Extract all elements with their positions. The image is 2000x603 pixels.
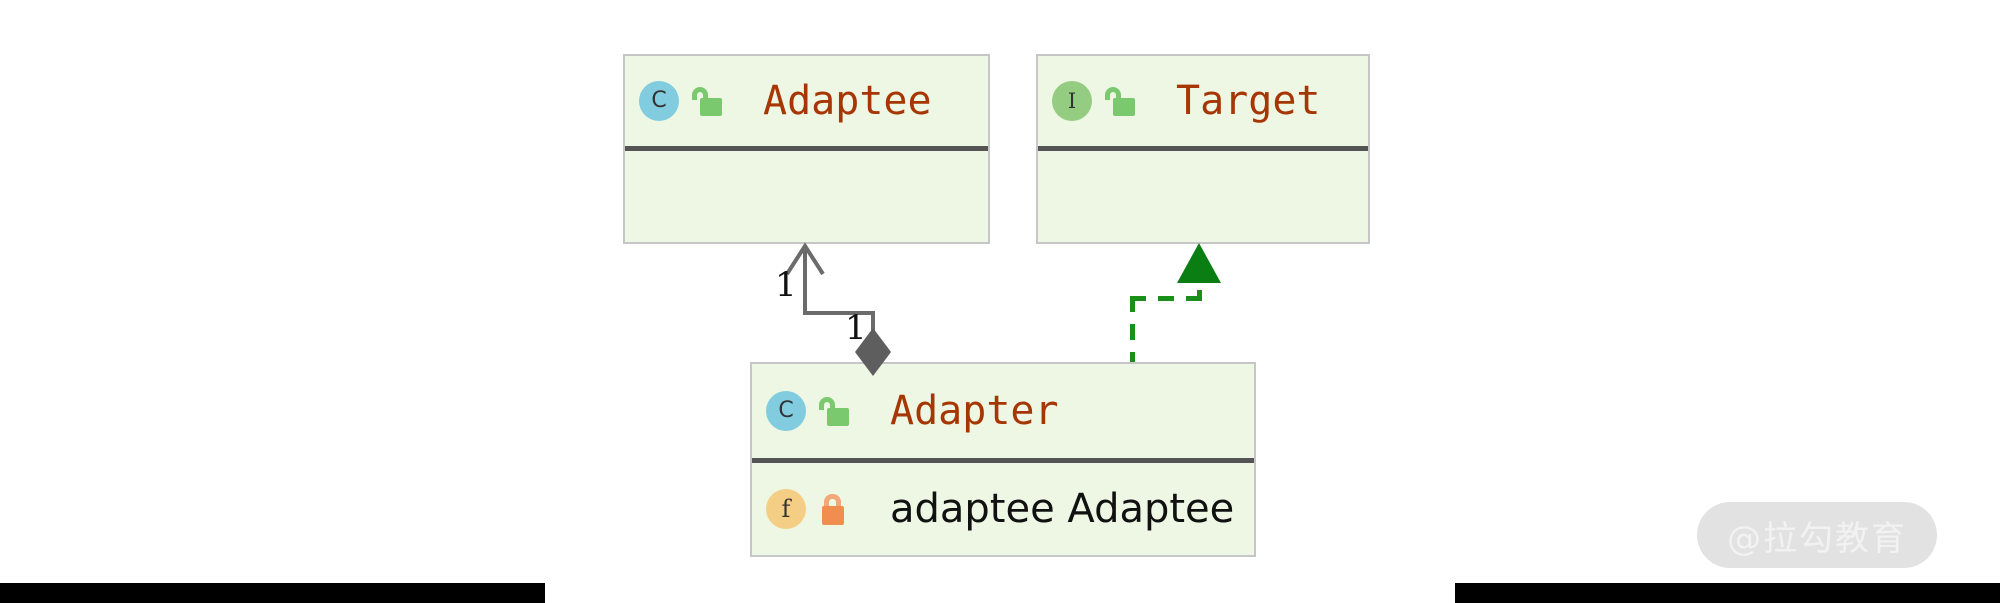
unlocked-padlock-icon (1104, 84, 1135, 118)
realization-line-horizontal (1130, 296, 1202, 301)
realization-filled-triangle (1177, 243, 1221, 283)
realization-line-vertical-lower (1130, 296, 1135, 362)
class-members-adapter: f adaptee Adaptee (752, 463, 1254, 554)
class-badge-icon: C (639, 81, 679, 121)
composition-line-vertical-lower (871, 311, 875, 343)
field-badge-icon: f (766, 488, 806, 529)
field-signature-adaptee: adaptee Adaptee (890, 485, 1235, 532)
class-members-adaptee (625, 151, 988, 241)
class-name-target: Target (1176, 78, 1321, 124)
watermark-text: @拉勾教育 (1727, 518, 1907, 559)
composition-open-arrowhead (785, 242, 825, 276)
class-header-adapter: C Adapter (752, 364, 1254, 463)
right-black-bar (1455, 583, 2000, 603)
composition-multiplicity-target: 1 (775, 265, 797, 305)
interface-badge-icon: I (1052, 81, 1092, 121)
class-name-adapter: Adapter (890, 388, 1059, 434)
class-badge-icon: C (766, 391, 806, 431)
unlocked-padlock-icon (818, 394, 849, 428)
left-black-bar (0, 583, 545, 603)
unlocked-padlock-icon (691, 84, 722, 118)
locked-padlock-icon (818, 492, 846, 526)
class-name-adaptee: Adaptee (763, 78, 932, 124)
composition-multiplicity-source: 1 (845, 308, 867, 348)
composition-filled-diamond (855, 328, 891, 376)
class-box-target[interactable]: I Target (1036, 54, 1370, 244)
composition-line-horizontal (803, 311, 875, 315)
class-box-adapter[interactable]: C Adapter f adaptee Adaptee (750, 362, 1256, 557)
watermark-badge: @拉勾教育 (1697, 502, 1937, 568)
class-box-adaptee[interactable]: C Adaptee (623, 54, 990, 244)
class-header-adaptee: C Adaptee (625, 56, 988, 151)
composition-line-vertical-upper (803, 250, 807, 315)
class-members-target (1038, 151, 1368, 241)
class-header-target: I Target (1038, 56, 1368, 151)
